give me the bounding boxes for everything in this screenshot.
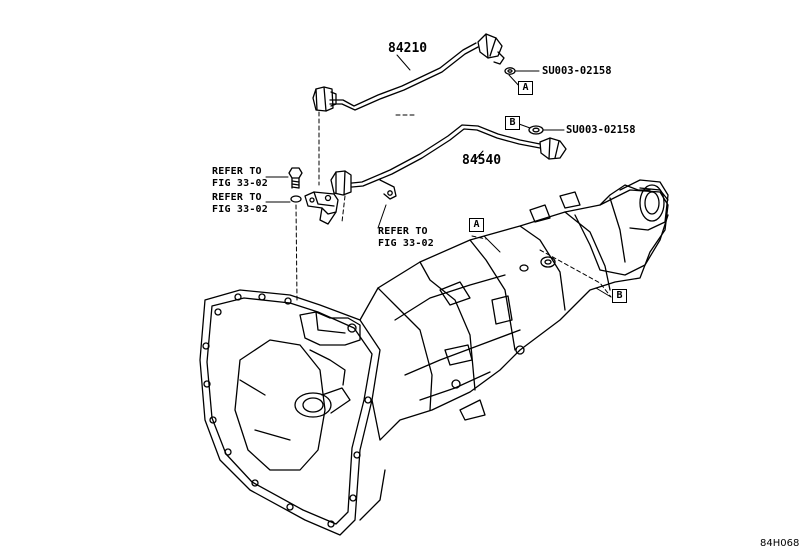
refer-label-clamp-line2: FIG 33-02 (378, 238, 434, 249)
reference-box-a-top: A (518, 81, 533, 95)
part-number-84540: 84540 (462, 153, 502, 168)
refer-label-bolt-line1: REFER TO (212, 166, 262, 177)
reference-box-b-top: B (505, 116, 520, 130)
transmission-assembly (199, 179, 669, 536)
refer-label-bracket-line1: REFER TO (212, 192, 262, 203)
wire-harness-84210 (312, 33, 540, 112)
wire-harness-84540 (330, 123, 567, 200)
refer-label-clamp-line1: REFER TO (378, 226, 428, 237)
bolt-and-bracket (265, 167, 387, 229)
gasket-code-b: SU003-02158 (566, 124, 636, 136)
reference-box-a-transmission: A (469, 218, 484, 232)
refer-label-bolt-line2: FIG 33-02 (212, 178, 268, 189)
part-number-84210: 84210 (388, 41, 428, 56)
illustration-code: 84H068 (760, 538, 800, 549)
gasket-code-a: SU003-02158 (542, 65, 612, 77)
refer-label-bracket-line2: FIG 33-02 (212, 204, 268, 215)
reference-box-b-transmission: B (612, 289, 627, 303)
